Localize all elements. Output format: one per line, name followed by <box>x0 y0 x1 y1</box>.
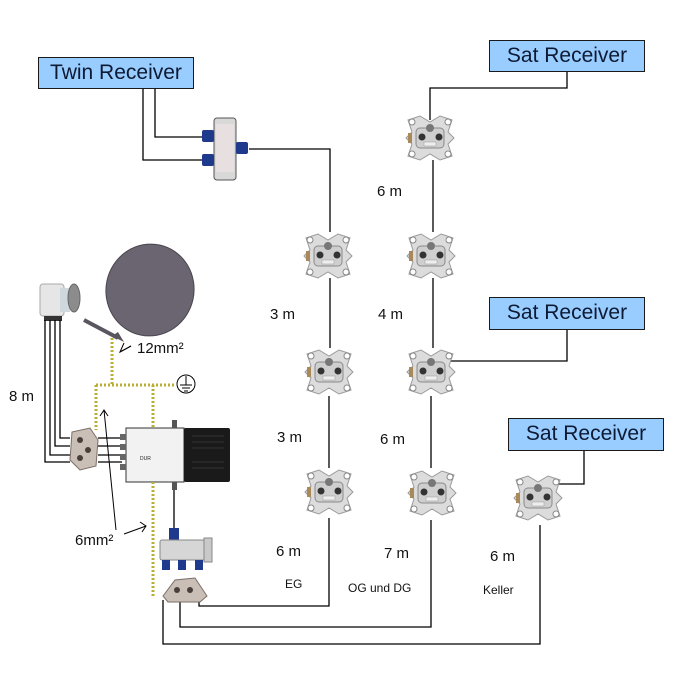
satellite-dish <box>83 243 195 342</box>
ground-wire-12mm-label: 12mm² <box>137 340 184 357</box>
floor-feed-lines <box>162 518 541 645</box>
sat-receiver-keller-box: Sat Receiver <box>508 418 664 451</box>
distribution-splitter <box>159 528 213 570</box>
socket-og-dg <box>407 470 457 516</box>
length-eg-label: 6 m <box>276 543 302 560</box>
ground-block-lnb <box>69 427 99 471</box>
sat-receiver-middle-box: Sat Receiver <box>489 297 645 330</box>
length-lnb-label: 8 m <box>9 388 35 405</box>
earth-ground-icon <box>176 374 196 394</box>
trunk-lines <box>328 160 434 468</box>
length-middle-upper-label: 4 m <box>378 306 404 323</box>
length-top-right-label: 6 m <box>377 183 403 200</box>
multiswitch: DUR <box>120 420 230 490</box>
socket-right-1 <box>406 233 456 279</box>
svg-text:DUR: DUR <box>140 456 151 462</box>
lnb <box>39 283 81 321</box>
gauge-arrows <box>99 342 147 535</box>
floor-og-dg-label: OG und DG <box>348 581 412 595</box>
floor-keller-label: Keller <box>483 583 514 597</box>
length-left-middle-label: 3 m <box>277 429 303 446</box>
ground-block-distribution <box>162 577 208 603</box>
socket-top-right <box>405 115 455 161</box>
sat-top-wire <box>429 72 568 120</box>
twin-receiver-wires <box>142 88 331 232</box>
length-middle-middle-label: 6 m <box>380 431 406 448</box>
length-og-dg-label: 7 m <box>384 545 410 562</box>
sat-middle-wire <box>433 330 568 362</box>
socket-right-2 <box>406 349 456 395</box>
socket-eg <box>304 469 354 515</box>
floor-eg-label: EG <box>285 577 303 591</box>
twin-splitter <box>202 117 248 181</box>
sat-receiver-top-box: Sat Receiver <box>489 40 645 72</box>
length-left-upper-label: 3 m <box>270 306 296 323</box>
twin-receiver-box: Twin Receiver <box>38 57 194 89</box>
grounding-wires <box>94 338 175 598</box>
lnb-cables <box>44 320 122 463</box>
socket-left-1 <box>303 233 353 279</box>
length-keller-label: 6 m <box>490 548 516 565</box>
socket-keller <box>513 475 563 521</box>
socket-left-2 <box>304 349 354 395</box>
ground-wire-6mm-label: 6mm² <box>75 532 114 549</box>
